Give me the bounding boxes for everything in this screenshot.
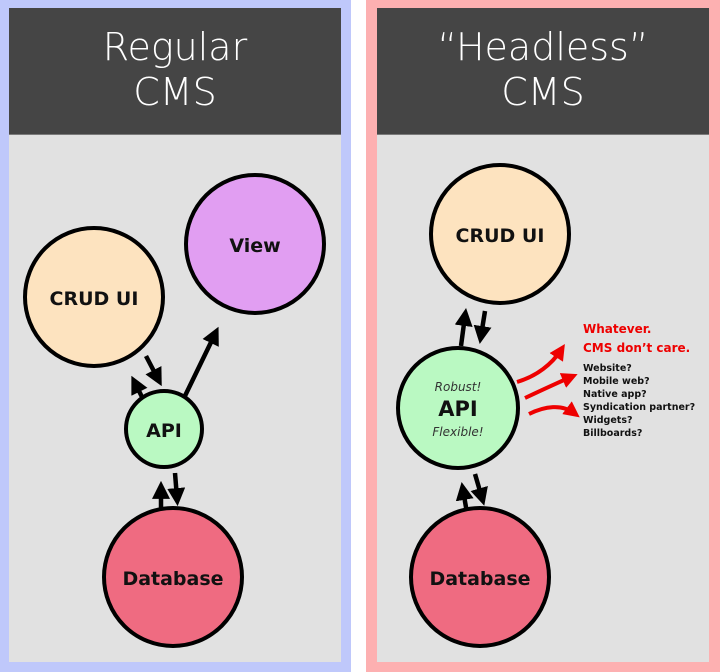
red-arrow-lower [528, 401, 580, 418]
database-circle [102, 506, 244, 648]
node-crud-ui: CRUD UI [23, 226, 165, 368]
crud-ui-label: CRUD UI [50, 288, 139, 310]
headless-cms-panel: “Headless” CMS CRU [366, 0, 720, 672]
regular-cms-diagram: CRUD UI View API Database [23, 173, 326, 648]
node-api: API [124, 389, 204, 469]
headless-cms-header: “Headless” CMS [377, 8, 709, 135]
header-title-line-1: Regular [102, 25, 248, 69]
node-view: View [184, 173, 326, 315]
regular-cms-header: Regular CMS [9, 8, 341, 135]
header-title-line-2: CMS [501, 70, 585, 114]
api-sublabel-flexible: Flexible! [432, 425, 483, 439]
red-arrow-middle [524, 373, 578, 400]
crud-ui-circle [429, 163, 571, 305]
arrow-crud-to-api [473, 310, 492, 344]
node-database: Database [409, 506, 551, 648]
note-item-mobile-web: Mobile web? [583, 376, 650, 387]
header-title-line-1: “Headless” [437, 25, 649, 69]
header-title-line-2: CMS [133, 70, 217, 114]
note-item-widgets: Widgets? [583, 415, 633, 426]
arrow-api-to-database [470, 473, 488, 506]
arrow-crud-to-api [144, 354, 162, 387]
note-headline-2: CMS don’t care. [583, 341, 690, 355]
node-database: Database [102, 506, 244, 648]
view-circle [184, 173, 326, 315]
api-circle [396, 346, 520, 470]
consumer-note: Whatever. CMS don’t care. Website? Mobil… [583, 322, 695, 439]
headless-cms-content: “Headless” CMS CRU [377, 8, 709, 662]
arrow-api-to-view [180, 326, 219, 401]
view-label: View [229, 235, 280, 257]
note-item-native-app: Native app? [583, 389, 647, 400]
arrow-api-to-crud [454, 307, 473, 347]
api-circle [124, 389, 204, 469]
regular-cms-content: Regular CMS CRUD UI View [9, 8, 341, 662]
database-label: Database [122, 568, 223, 590]
crud-ui-circle [23, 226, 165, 368]
database-label: Database [429, 568, 530, 590]
note-item-billboards: Billboards? [583, 428, 642, 439]
headless-cms-diagram: CRUD UI Robust! API Flexible! Database W… [396, 163, 695, 648]
note-headline-1: Whatever. [583, 322, 651, 336]
api-sublabel-robust: Robust! [435, 380, 482, 394]
api-label: API [146, 420, 182, 442]
crud-ui-label: CRUD UI [456, 225, 545, 247]
node-crud-ui: CRUD UI [429, 163, 571, 305]
red-arrow-upper [516, 343, 565, 384]
arrow-api-to-database [167, 472, 186, 507]
note-item-website: Website? [583, 363, 632, 374]
regular-cms-panel: Regular CMS CRUD UI View [0, 0, 351, 672]
api-label: API [438, 397, 477, 421]
node-api: Robust! API Flexible! [396, 346, 520, 470]
database-circle [409, 506, 551, 648]
note-item-syndication-partner: Syndication partner? [583, 402, 695, 413]
